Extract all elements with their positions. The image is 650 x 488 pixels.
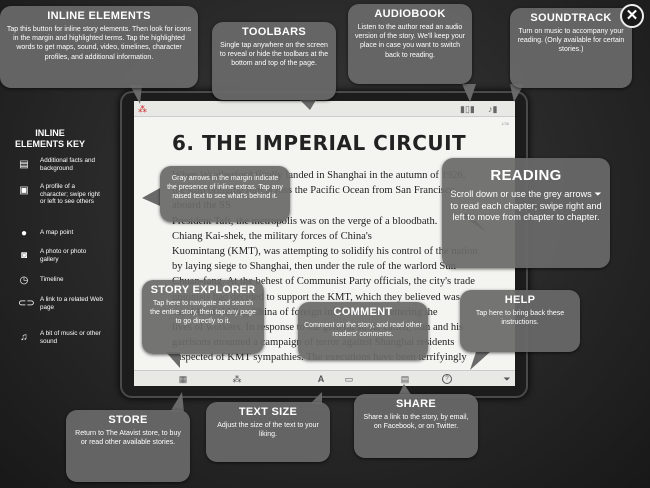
close-button[interactable]: ✕ bbox=[620, 4, 644, 28]
key-item-timeline: ◷ Timeline bbox=[16, 273, 100, 297]
key-item-label: Timeline bbox=[40, 276, 64, 283]
close-icon: ✕ bbox=[625, 7, 639, 24]
reading-desc-after: to read each chapter; swipe right and le… bbox=[450, 200, 602, 223]
story-explorer-icon[interactable]: ⁂ bbox=[232, 374, 242, 384]
pointer-toolbars bbox=[300, 100, 316, 110]
key-item-map: ● A map point bbox=[16, 226, 100, 250]
share-desc: Share a link to the story, by email, on … bbox=[363, 414, 469, 431]
toolbars-callout: TOOLBARS Single tap anywhere on the scre… bbox=[212, 22, 336, 100]
story-line: Chuan-fang. At the behest of Communist P… bbox=[172, 276, 475, 288]
gray-arrows-callout: Gray arrows in the margin indicate the p… bbox=[160, 166, 290, 222]
audiobook-title: AUDIOBOOK bbox=[374, 8, 446, 20]
share-callout: SHARE Share a link to the story, by emai… bbox=[354, 394, 478, 458]
inline-elements-desc: Tap this button for inline story element… bbox=[6, 26, 192, 61]
toolbars-title: TOOLBARS bbox=[242, 26, 306, 38]
key-item-label: Additional facts and background bbox=[40, 157, 95, 172]
comment-icon[interactable]: ▭ bbox=[344, 374, 354, 384]
reading-desc-before: Scroll down or use the grey arrows bbox=[450, 189, 595, 199]
story-explorer-desc: Tap here to navigate and search the enti… bbox=[150, 300, 256, 326]
help-icon[interactable]: ? bbox=[442, 374, 452, 384]
reading-title: READING bbox=[490, 167, 562, 184]
text-size-callout: TEXT SIZE Adjust the size of the text to… bbox=[206, 402, 330, 462]
comment-callout: COMMENT Comment on the story, and read o… bbox=[298, 302, 428, 360]
audiobook-desc: Listen to the author read an audio versi… bbox=[354, 24, 465, 59]
key-item-link: ⊂⊃ A link to a related Web page bbox=[16, 296, 103, 320]
inline-elements-callout: INLINE ELEMENTS Tap this button for inli… bbox=[0, 6, 198, 88]
help-title: HELP bbox=[504, 294, 536, 306]
key-item-photo: ◙ A photo or photo gallery bbox=[16, 248, 100, 272]
bottom-toolbar[interactable]: ▦ ⁂ A ▭ ▤ ? ⏷ bbox=[134, 370, 515, 386]
inline-elements-key-title: INLINE ELEMENTS KEY bbox=[14, 128, 85, 149]
store-title: STORE bbox=[108, 414, 148, 426]
chapter-title: 6. THE IMPERIAL CIRCUIT bbox=[172, 131, 467, 155]
pointer-soundtrack bbox=[510, 84, 524, 102]
share-title: SHARE bbox=[395, 398, 436, 410]
text-size-desc: Adjust the size of the text to your liki… bbox=[217, 422, 319, 439]
key-item-label: A map point bbox=[40, 229, 74, 236]
story-line: When Weatherford finally landed in Shang… bbox=[172, 170, 466, 181]
text-size-title: TEXT SIZE bbox=[238, 406, 298, 418]
audiobook-callout: AUDIOBOOK Listen to the author read an a… bbox=[348, 4, 472, 84]
soundtrack-button[interactable]: ♪▮ bbox=[488, 104, 498, 114]
story-line: unionists had decided to support the KMT… bbox=[172, 291, 460, 303]
photo-icon: ◙ bbox=[20, 250, 28, 261]
top-toolbar[interactable]: ⁂ ▮▯▮ ♪▮ bbox=[134, 101, 515, 117]
key-item-label: A photo or photo gallery bbox=[40, 248, 87, 263]
map-point-icon: ● bbox=[20, 228, 28, 239]
soundtrack-title: SOUNDTRACK bbox=[530, 12, 612, 24]
pointer-store bbox=[170, 392, 184, 412]
story-explorer-callout: STORY EXPLORER Tap here to navigate and … bbox=[142, 280, 264, 354]
store-desc: Return to The Atavist store, to buy or r… bbox=[75, 430, 181, 447]
next-arrow-icon[interactable]: ⏷ bbox=[503, 374, 511, 384]
story-line: Kuomintang (KMT), was attempting to soli… bbox=[172, 246, 478, 258]
store-callout: STORE Return to The Atavist store, to bu… bbox=[66, 410, 190, 482]
link-icon: ⊂⊃ bbox=[18, 298, 35, 309]
pointer-story-explorer bbox=[166, 352, 180, 368]
pointer-text-size bbox=[310, 392, 322, 404]
timeline-icon: ◷ bbox=[19, 275, 29, 286]
comment-desc: Comment on the story, and read other rea… bbox=[304, 322, 422, 339]
pointer-share bbox=[398, 384, 412, 396]
key-item-label: A profile of a character; swipe right or… bbox=[40, 183, 100, 206]
key-item-label: A link to a related Web page bbox=[40, 296, 103, 311]
key-item-facts: ▤ Additional facts and background bbox=[16, 157, 100, 181]
down-arrow-icon: ⏷ bbox=[594, 189, 602, 199]
facts-icon: ▤ bbox=[19, 159, 29, 170]
help-desc: Tap here to bring back these instruction… bbox=[475, 310, 565, 327]
pointer-gray-arrows bbox=[142, 188, 160, 206]
story-line: by laying siege to Shanghai, then under … bbox=[172, 261, 456, 273]
key-item-music: ♫ A bit of music or other sound bbox=[16, 330, 101, 354]
comment-title: COMMENT bbox=[333, 306, 393, 318]
inline-elements-button[interactable]: ⁂ bbox=[138, 104, 147, 114]
key-item-profile: ▣ A profile of a character; swipe right … bbox=[16, 183, 100, 207]
soundtrack-callout: SOUNDTRACK Turn on music to accompany yo… bbox=[510, 8, 632, 88]
story-line: Chiang Kai-shek, the military forces of … bbox=[172, 230, 372, 242]
pointer-audiobook bbox=[462, 84, 476, 102]
soundtrack-desc: Turn on music to accompany your reading.… bbox=[517, 28, 625, 54]
story-line: President Taft, the metropolis was on th… bbox=[172, 215, 438, 227]
text-size-icon[interactable]: A bbox=[317, 374, 325, 384]
toolbars-desc: Single tap anywhere on the screen to rev… bbox=[219, 42, 329, 68]
gray-arrows-desc: Gray arrows in the margin indicate the p… bbox=[167, 175, 283, 201]
music-icon: ♫ bbox=[20, 332, 28, 343]
help-callout: HELP Tap here to bring back these instru… bbox=[460, 290, 580, 352]
key-item-label: A bit of music or other sound bbox=[40, 330, 101, 345]
story-explorer-title: STORY EXPLORER bbox=[150, 284, 256, 296]
reading-callout: READING Scroll down or use the grey arro… bbox=[442, 158, 610, 268]
audiobook-button[interactable]: ▮▯▮ bbox=[460, 104, 475, 114]
inline-elements-title: INLINE ELEMENTS bbox=[47, 10, 151, 22]
pointer-inline bbox=[130, 85, 142, 104]
share-icon[interactable]: ▤ bbox=[400, 374, 410, 384]
pointer-help bbox=[470, 352, 490, 370]
page-number: 1/36 bbox=[501, 121, 509, 126]
profile-icon: ▣ bbox=[19, 185, 29, 196]
store-icon[interactable]: ▦ bbox=[178, 374, 188, 384]
reading-desc: Scroll down or use the grey arrows ⏷ to … bbox=[448, 189, 604, 224]
